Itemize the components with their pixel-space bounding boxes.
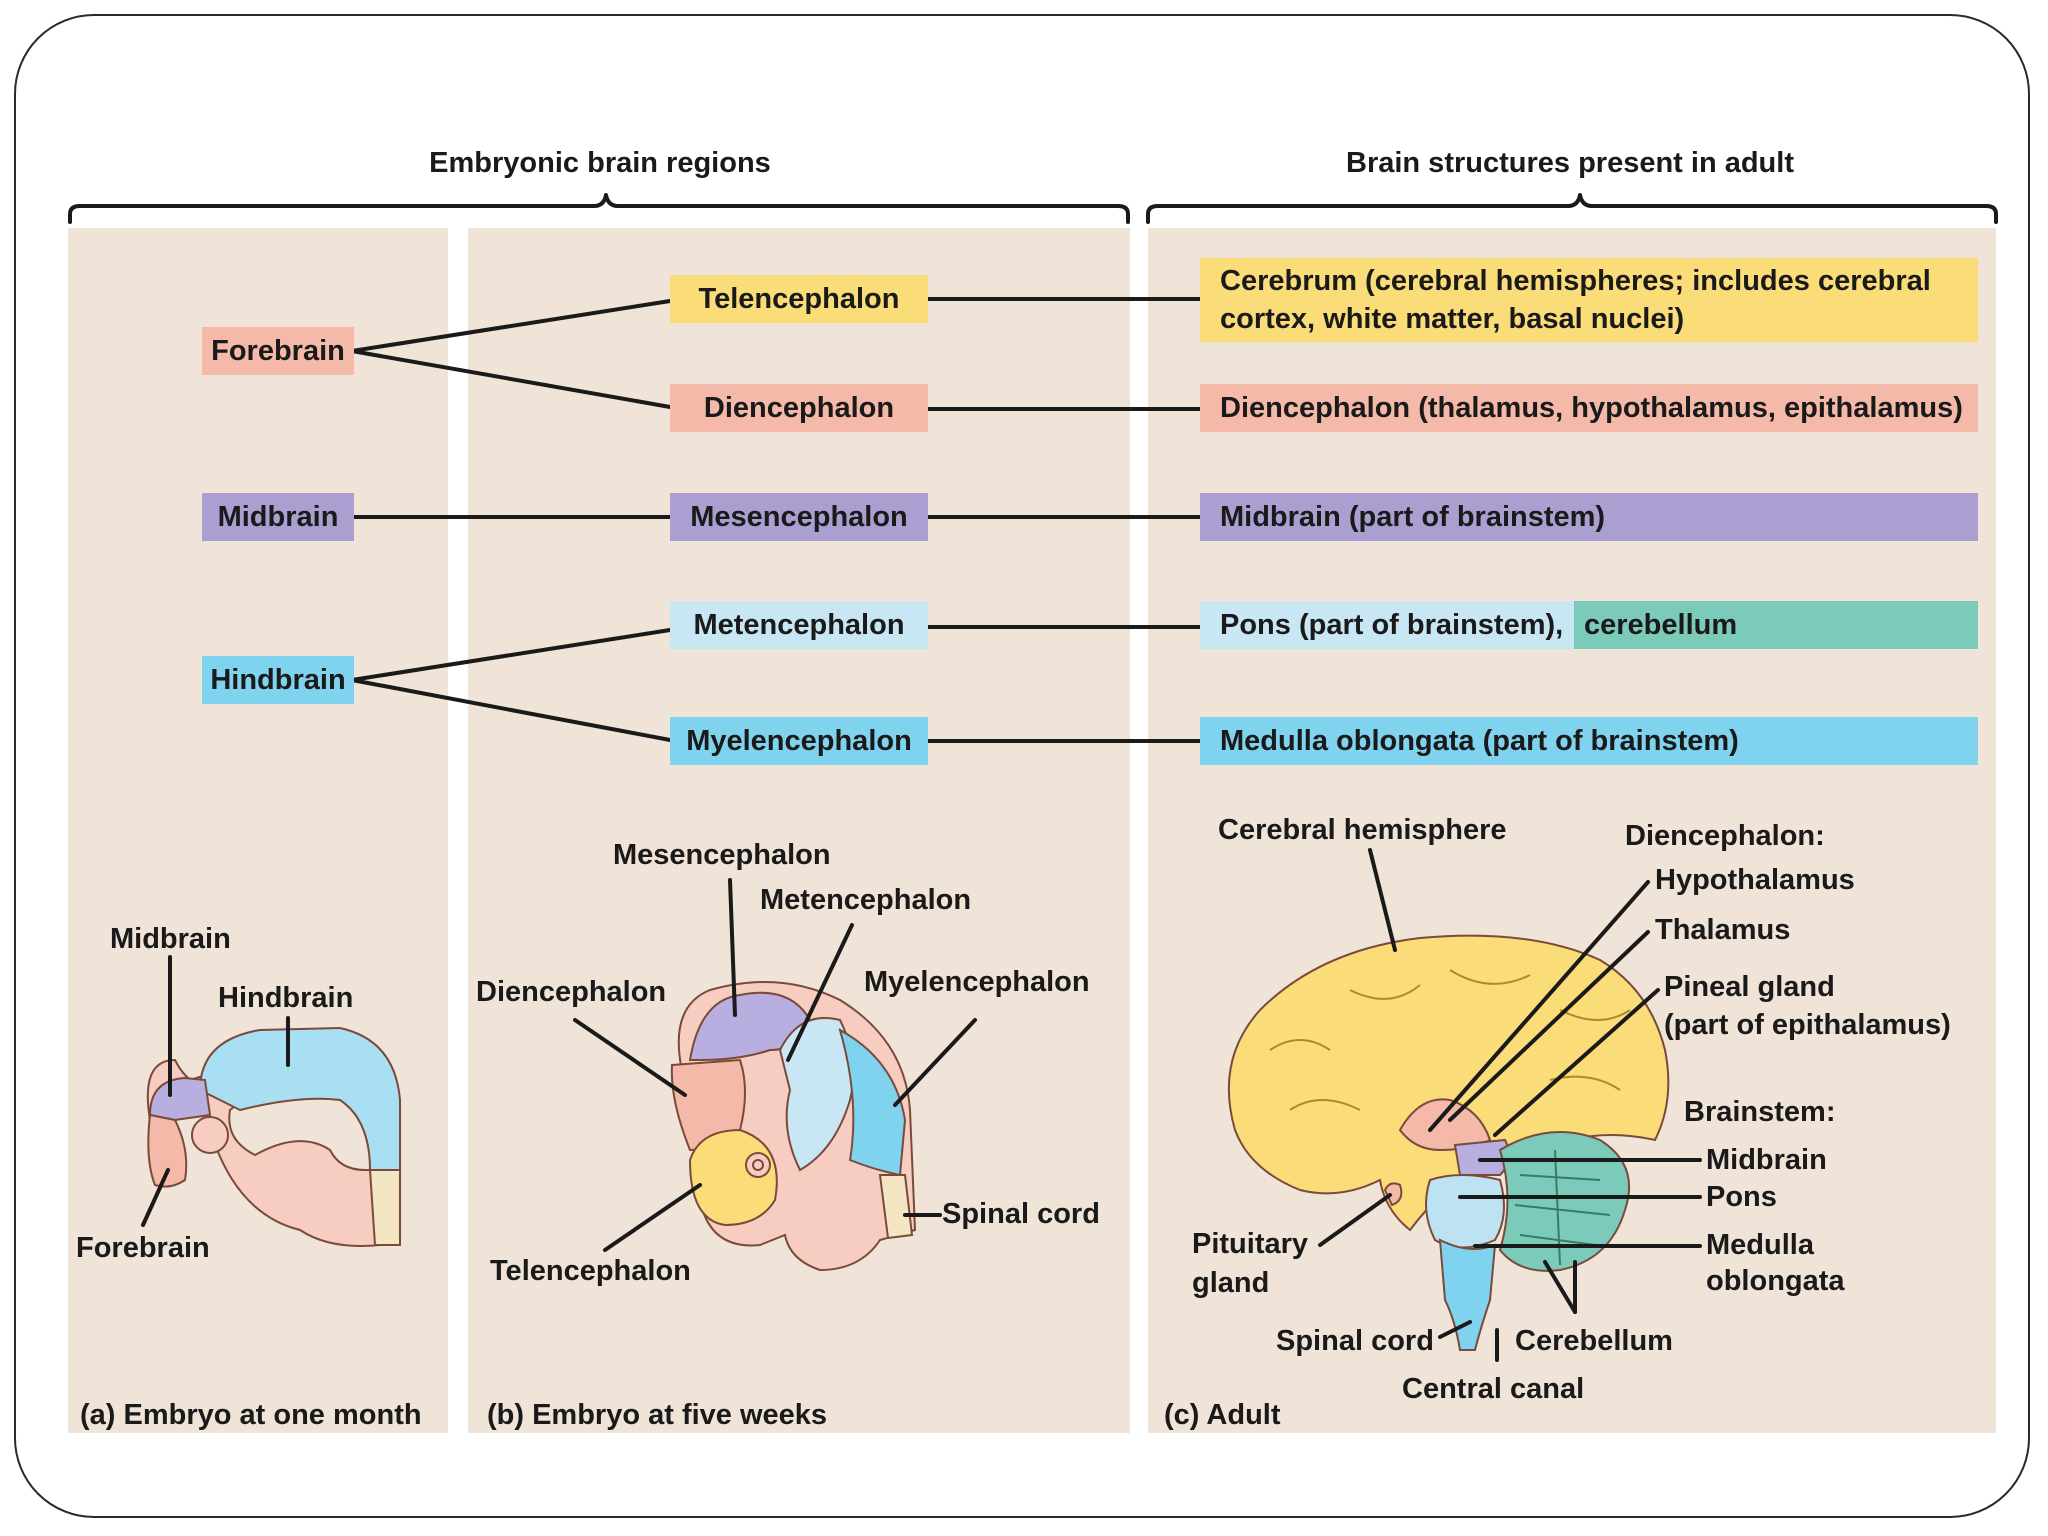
embryo-b-metencephalon (778, 1017, 855, 1172)
c-pituitary-label: Pituitary (1192, 1228, 1309, 1260)
b-metencephalon-label: Metencephalon (760, 884, 972, 916)
embryonic-header: Embryonic brain regions (429, 147, 771, 179)
c-spinal-pointer (1438, 1320, 1472, 1339)
c-medulla-sub-label: oblongata (1706, 1265, 1845, 1297)
c-hypothalamus-pointer (1428, 880, 1650, 1132)
a-forebrain-label: Forebrain (76, 1232, 210, 1264)
embryo-b-telencephalon (688, 1128, 778, 1227)
b-mesencephalon-label: Mesencephalon (613, 839, 831, 871)
cerebellum-shape (1498, 1131, 1631, 1272)
c-spinal-cord-label: Spinal cord (1276, 1325, 1434, 1357)
metencephalon-box: Metencephalon (670, 601, 928, 649)
embryo-five-weeks-drawing (670, 981, 917, 1272)
c-central-canal-label: Central canal (1402, 1373, 1585, 1405)
b-diencephalon-label: Diencephalon (476, 976, 667, 1008)
b-myelencephalon-pointer (893, 1018, 977, 1107)
pons-box: Pons (part of brainstem), (1200, 601, 1578, 649)
pituitary-shape (1383, 1182, 1403, 1207)
hindbrain-metencephalon-line (350, 628, 672, 682)
embryo-b-myelencephalon (838, 1027, 907, 1177)
c-pituitary-pointer (1318, 1193, 1392, 1247)
c-medulla-label: Medulla (1706, 1229, 1814, 1261)
pons-shape (1425, 1174, 1505, 1249)
forebrain-telencephalon-line (350, 299, 672, 353)
c-hypothalamus-label: Hypothalamus (1655, 864, 1855, 896)
c-pons-label: Pons (1706, 1181, 1777, 1213)
b-spinal-cord-label: Spinal cord (942, 1198, 1100, 1230)
b-telencephalon-pointer (603, 1183, 702, 1252)
b-telencephalon-label: Telencephalon (490, 1255, 691, 1287)
myelencephalon-box: Myelencephalon (670, 717, 928, 765)
c-diencephalon-label: Diencephalon: (1625, 820, 1825, 852)
b-metencephalon-pointer (786, 923, 854, 1062)
c-thalamus-label: Thalamus (1655, 914, 1791, 946)
telencephalon-box: Telencephalon (670, 275, 928, 323)
embryo-b-spinal (878, 1174, 914, 1240)
c-cerebral-hemisphere-pointer (1368, 848, 1397, 952)
c-brainstem-label: Brainstem: (1684, 1096, 1836, 1128)
adult-header: Brain structures present in adult (1346, 147, 1794, 179)
a-caption: (a) Embryo at one month (80, 1399, 422, 1431)
c-pineal-pointer (1493, 988, 1660, 1137)
medulla-box: Medulla oblongata (part of brainstem) (1200, 717, 1978, 765)
a-forebrain-pointer (141, 1168, 170, 1227)
hindbrain-myelencephalon-line (350, 678, 672, 742)
mesencephalon-box: Mesencephalon (670, 493, 928, 541)
adult-brace (1146, 193, 1998, 224)
slide-frame (14, 14, 2030, 1518)
embryo-a-spinal (368, 1169, 401, 1246)
cerebellum-box: cerebellum (1574, 601, 1978, 649)
adult-brain-drawing (1227, 934, 1670, 1351)
c-thalamus-pointer (1448, 930, 1650, 1122)
c-cerebral-hemisphere-label: Cerebral hemisphere (1218, 814, 1507, 846)
forebrain-box: Forebrain (202, 327, 354, 375)
embryo-a-forebrain (147, 1113, 188, 1188)
c-pituitary-sub-label: gland (1192, 1267, 1270, 1299)
midbrain-shape (1453, 1138, 1510, 1176)
forebrain-diencephalon-line (350, 349, 672, 409)
b-mesencephalon-pointer (728, 878, 737, 1017)
c-pineal-label: Pineal gland (1664, 971, 1835, 1003)
c-caption: (c) Adult (1164, 1399, 1281, 1431)
diencephalon-shape (1398, 1098, 1492, 1152)
embryo-a-hindbrain (198, 1026, 401, 1171)
adult-diencephalon-box: Diencephalon (thalamus, hypothalamus, ep… (1200, 384, 1978, 432)
b-myelencephalon-label: Myelencephalon (864, 966, 1090, 998)
embryo-one-month-drawing (146, 1026, 401, 1247)
adult-midbrain-box: Midbrain (part of brainstem) (1200, 493, 1978, 541)
a-midbrain-label: Midbrain (110, 923, 231, 955)
b-diencephalon-pointer (573, 1018, 687, 1097)
diencephalon-box: Diencephalon (670, 384, 928, 432)
hindbrain-box: Hindbrain (202, 656, 354, 704)
a-hindbrain-label: Hindbrain (218, 982, 354, 1014)
c-cerebellum-label: Cerebellum (1515, 1325, 1673, 1357)
embryonic-brace (68, 193, 1130, 224)
c-cerebellum-pointer-1 (1543, 1260, 1577, 1314)
b-caption: (b) Embryo at five weeks (487, 1399, 828, 1431)
cerebrum-shape (1227, 934, 1670, 1232)
midbrain-box: Midbrain (202, 493, 354, 541)
c-pineal-sub-label: (part of epithalamus) (1664, 1009, 1951, 1041)
c-midbrain-label: Midbrain (1706, 1144, 1827, 1176)
cerebrum-box: Cerebrum (cerebral hemispheres; includes… (1200, 258, 1978, 342)
medulla-shape (1438, 1238, 1497, 1351)
